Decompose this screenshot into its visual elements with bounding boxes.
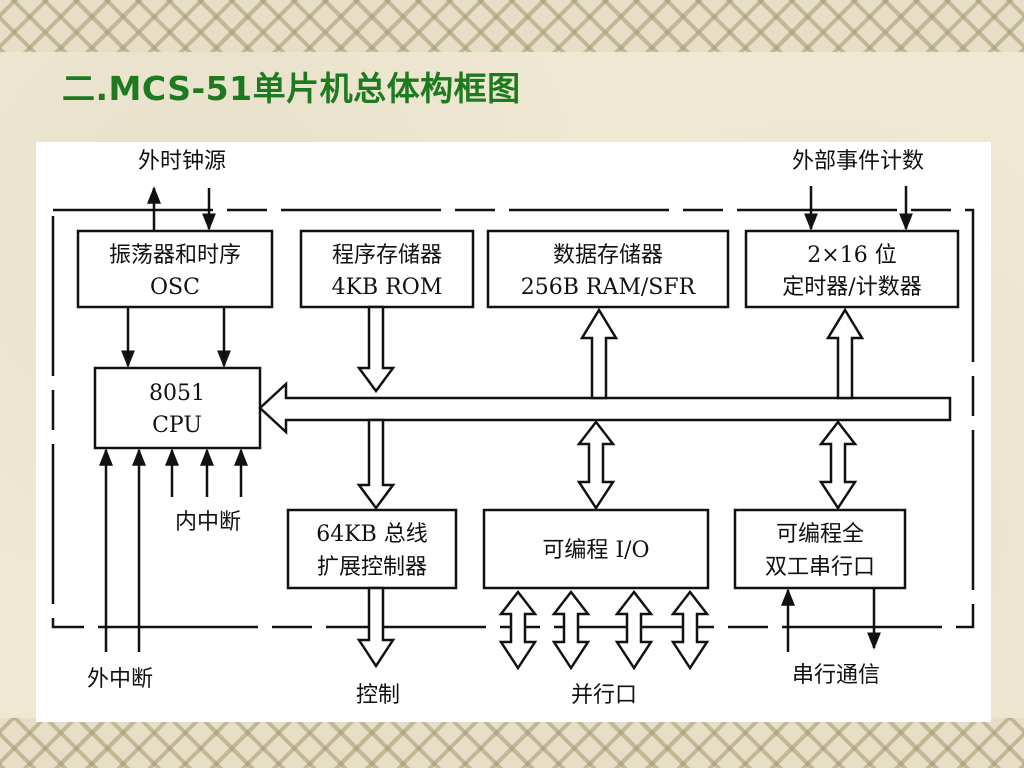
ram-block-line2: 256B RAM/SFR bbox=[521, 275, 697, 300]
timer-block: 2×16 位 定时器/计数器 bbox=[744, 229, 960, 309]
bus-controller-line1: 64KB 总线 bbox=[316, 522, 428, 547]
serial-block: 可编程全 双工串行口 bbox=[733, 508, 907, 590]
rom-block-line1: 程序存储器 bbox=[332, 243, 442, 268]
label-parallel-port: 并行口 bbox=[571, 683, 637, 708]
internal-bus bbox=[258, 381, 952, 435]
slide-title: 二.MCS-51单片机总体构框图 bbox=[62, 69, 521, 108]
rom-block: 程序存储器 4KB ROM bbox=[299, 229, 475, 309]
rom-block-line2: 4KB ROM bbox=[332, 275, 443, 300]
osc-block: 振荡器和时序 OSC bbox=[76, 229, 274, 309]
control-output-arrow bbox=[356, 586, 396, 669]
bus-pio-double-arrow bbox=[576, 419, 616, 511]
timer-bus-arrow bbox=[825, 307, 865, 400]
label-external-clock: 外时钟源 bbox=[138, 149, 226, 174]
block-diagram: 振荡器和时序 OSC 程序存储器 4KB ROM 数据存储器 256B RAM/… bbox=[51, 149, 975, 708]
bus-to-bus-controller-arrow bbox=[356, 418, 396, 511]
label-control: 控制 bbox=[356, 683, 400, 708]
timer-block-line2: 定时器/计数器 bbox=[782, 275, 921, 300]
rom-to-bus-arrow bbox=[356, 305, 396, 394]
bus-controller-block: 64KB 总线 扩展控制器 bbox=[286, 508, 458, 590]
serial-block-line1: 可编程全 bbox=[776, 522, 864, 547]
label-external-interrupt: 外中断 bbox=[87, 667, 153, 692]
osc-block-line1: 振荡器和时序 bbox=[109, 243, 241, 268]
bus-serial-double-arrow bbox=[818, 419, 858, 511]
cpu-block-line2: CPU bbox=[152, 413, 202, 438]
serial-block-line2: 双工串行口 bbox=[765, 555, 875, 580]
timer-block-line1: 2×16 位 bbox=[807, 243, 896, 268]
cpu-block-line1: 8051 bbox=[149, 381, 205, 406]
decorative-border-top bbox=[0, 0, 1024, 52]
ram-block: 数据存储器 256B RAM/SFR bbox=[486, 229, 730, 309]
pio-block-line1: 可编程 I/O bbox=[542, 538, 649, 563]
osc-block-line2: OSC bbox=[150, 275, 200, 300]
decorative-border-bottom bbox=[0, 718, 1024, 768]
label-serial-comm: 串行通信 bbox=[792, 663, 880, 688]
ram-bus-arrow bbox=[579, 307, 619, 400]
ram-block-line1: 数据存储器 bbox=[553, 243, 663, 268]
parallel-port-arrows bbox=[498, 589, 710, 671]
label-internal-interrupt: 内中断 bbox=[175, 510, 241, 535]
chip-boundary bbox=[51, 208, 975, 629]
diagram-panel: 振荡器和时序 OSC 程序存储器 4KB ROM 数据存储器 256B RAM/… bbox=[36, 142, 991, 722]
cpu-block: 8051 CPU bbox=[93, 366, 262, 450]
label-external-event-count: 外部事件计数 bbox=[792, 149, 924, 174]
bus-controller-line2: 扩展控制器 bbox=[317, 555, 427, 580]
pio-block: 可编程 I/O bbox=[482, 508, 710, 590]
